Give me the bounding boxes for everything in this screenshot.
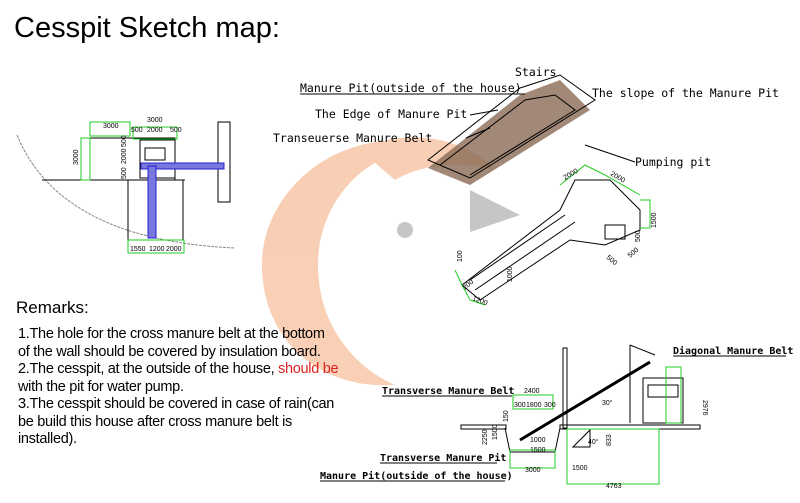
plan-dim: 1550: [130, 246, 146, 253]
plan-dim: 1200: [149, 246, 165, 253]
section-dim: 40°: [588, 438, 599, 446]
label-manure-pit-outside: Manure Pit(outside of the house): [300, 81, 522, 95]
plan-dim: 3000: [147, 117, 163, 124]
remark-line: 3.The cesspit should be covered in case …: [18, 396, 334, 412]
label-manure-pit-outside: Manure Pit(outside of the house): [320, 470, 513, 482]
section-dim: 4763: [606, 483, 622, 490]
section-dim: 1500: [572, 465, 588, 472]
plan-dim: 2000: [166, 246, 182, 253]
section-view-drawing: [460, 344, 701, 485]
label-transverse-belt: Transverse Manure Belt: [382, 386, 514, 397]
label-transverse-pit: Transverse Manure Pit: [380, 452, 506, 464]
label-pumping-pit: Pumping pit: [635, 155, 711, 169]
remark-line: of the wall should be covered by insulat…: [18, 343, 321, 360]
plan-dim: 3000: [73, 149, 80, 165]
remark-line: installed).: [18, 431, 77, 447]
section-labels: Diagonal Manure Belt Transverse Manure B…: [320, 345, 793, 490]
iso-view-drawing: [427, 74, 651, 306]
remarks-list: 1.The hole for the cross manure belt at …: [18, 326, 373, 449]
section-dim: 2250: [482, 429, 489, 445]
plan-dim: 500: [121, 167, 128, 179]
page-title: Cesspit Sketch map:: [14, 12, 280, 44]
plan-dim: 500: [170, 127, 182, 134]
section-dim: 1500: [530, 447, 546, 454]
plan-view-drawing: 3000 3000 500 2000 500 3000 500 2000 500…: [16, 117, 236, 254]
remark-line: with the pit for water pump.: [18, 378, 184, 395]
section-dim: 30°: [602, 399, 613, 407]
iso-dim: 500: [627, 247, 641, 260]
section-dim: 1000: [530, 437, 546, 444]
label-edge: The Edge of Manure Pit: [315, 107, 467, 121]
label-slope: The slope of the Manure Pit: [592, 86, 779, 100]
section-dim: 300: [514, 402, 526, 409]
section-dim: 1800: [526, 402, 542, 409]
iso-dim: 100: [457, 250, 464, 262]
section-dim: 300: [544, 402, 556, 409]
plan-dim: 500: [121, 135, 128, 147]
section-dim: 3000: [525, 467, 541, 474]
section-dim: 1500: [492, 424, 499, 440]
iso-dim: 1500: [651, 212, 658, 228]
iso-dim: 200: [462, 279, 476, 292]
section-dim: 2400: [524, 388, 540, 395]
iso-dim: 500: [635, 230, 642, 242]
remark-line: 1.The hole for the cross manure belt at …: [18, 326, 325, 342]
iso-dim: 500: [605, 254, 619, 267]
iso-dim: 1200: [471, 295, 488, 307]
remark-text: 2.The cesspit, at the outside of the hou…: [18, 361, 279, 377]
label-diagonal-belt: Diagonal Manure Belt: [673, 345, 793, 357]
remarks-heading: Remarks:: [16, 298, 89, 317]
iso-dim: 1000: [507, 266, 514, 282]
plan-dim: 2000: [147, 127, 163, 134]
remark-line: be build this house after cross manure b…: [18, 413, 292, 430]
section-dim: 833: [606, 434, 613, 446]
label-stairs: Stairs: [515, 65, 557, 79]
label-transverse-belt: Transeuerse Manure Belt: [273, 131, 432, 145]
plan-dim: 3000: [103, 123, 119, 130]
section-dim: 150: [503, 410, 510, 422]
section-dim: 2976: [701, 400, 708, 416]
remark-line: 2.The cesspit, at the outside of the hou…: [18, 361, 373, 379]
remark-highlight: should be: [278, 361, 339, 377]
plan-dim: 2000: [121, 148, 128, 164]
plan-dim: 500: [131, 127, 143, 134]
